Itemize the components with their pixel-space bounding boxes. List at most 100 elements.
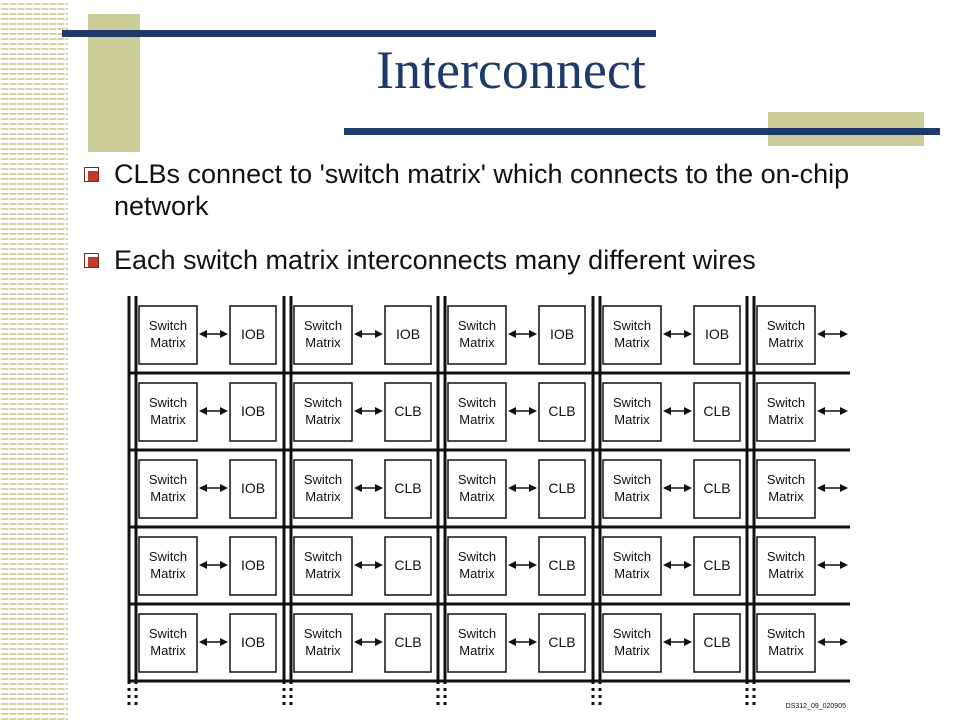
clb-block: [693, 536, 741, 596]
switch-matrix-box: [602, 536, 662, 596]
clb-block: [538, 613, 586, 673]
switch-matrix-label: Switch: [458, 549, 496, 564]
clb-label: CLB: [703, 480, 730, 496]
arrow-head-left: [817, 638, 825, 646]
arrow-head-left: [663, 407, 671, 415]
switch-matrix-label: Switch: [149, 549, 187, 564]
switch-matrix-box: [756, 305, 816, 365]
switch-matrix-label: Matrix: [768, 335, 804, 350]
arrow-head-right: [840, 484, 848, 492]
arrow-head-left: [199, 484, 207, 492]
arrow-head-right: [375, 330, 383, 338]
arrow-head-right: [840, 638, 848, 646]
switch-matrix-label: Matrix: [768, 566, 804, 581]
arrow-head-right: [840, 561, 848, 569]
bullet-list: CLBs connect to 'switch matrix' which co…: [80, 158, 910, 276]
arrow-head-left: [663, 484, 671, 492]
switch-matrix-label: Switch: [767, 395, 805, 410]
switch-matrix-label: Matrix: [768, 489, 804, 504]
arrow-head-right: [529, 561, 537, 569]
clb-block: [384, 382, 432, 442]
bullet-item: Each switch matrix interconnects many di…: [80, 244, 910, 276]
switch-matrix-label: Switch: [304, 472, 342, 487]
arrow-head-left: [663, 561, 671, 569]
switch-matrix-label: Switch: [304, 395, 342, 410]
bullet-text: CLBs connect to 'switch matrix' which co…: [114, 159, 850, 221]
clb-label: CLB: [394, 634, 421, 650]
arrow-head-left: [508, 561, 516, 569]
arrow-head-right: [375, 484, 383, 492]
clb-block: [384, 459, 432, 519]
clb-block: [538, 459, 586, 519]
arrow-head-left: [663, 638, 671, 646]
switch-matrix-box: [138, 536, 198, 596]
arrow-head-right: [684, 484, 692, 492]
iob-label: IOB: [241, 403, 265, 419]
arrow-head-left: [508, 638, 516, 646]
switch-matrix-box: [602, 459, 662, 519]
switch-matrix-box: [293, 382, 353, 442]
arrow-head-right: [220, 407, 228, 415]
switch-matrix-box: [602, 305, 662, 365]
arrow-head-right: [375, 638, 383, 646]
iob-block: [693, 305, 741, 365]
switch-matrix-label: Matrix: [459, 566, 495, 581]
switch-matrix-label: Switch: [304, 549, 342, 564]
arrow-head-right: [684, 638, 692, 646]
arrow-head-left: [508, 407, 516, 415]
switch-matrix-label: Switch: [613, 472, 651, 487]
switch-matrix-box: [602, 613, 662, 673]
switch-matrix-box: [138, 613, 198, 673]
switch-matrix-label: Matrix: [614, 412, 650, 427]
switch-matrix-box: [447, 536, 507, 596]
iob-block: [229, 459, 277, 519]
iob-block: [229, 613, 277, 673]
switch-matrix-box: [447, 305, 507, 365]
switch-matrix-label: Switch: [767, 472, 805, 487]
switch-matrix-box: [138, 382, 198, 442]
arrow-head-right: [375, 561, 383, 569]
arrow-head-left: [354, 638, 362, 646]
switch-matrix-box: [447, 613, 507, 673]
switch-matrix-label: Matrix: [614, 566, 650, 581]
arrow-head-right: [529, 330, 537, 338]
switch-matrix-box: [756, 536, 816, 596]
clb-label: CLB: [394, 403, 421, 419]
iob-label: IOB: [705, 326, 729, 342]
arrow-head-right: [220, 638, 228, 646]
clb-label: CLB: [548, 557, 575, 573]
bullet-item: CLBs connect to 'switch matrix' which co…: [80, 158, 910, 222]
switch-matrix-label: Matrix: [305, 412, 341, 427]
checkbox-bullet-icon: [84, 253, 99, 268]
figure-id-label: DS312_09_020905: [786, 703, 846, 710]
switch-matrix-label: Matrix: [459, 643, 495, 658]
clb-label: CLB: [548, 634, 575, 650]
arrow-head-right: [220, 561, 228, 569]
arrow-head-left: [354, 407, 362, 415]
switch-matrix-label: Matrix: [305, 335, 341, 350]
clb-label: CLB: [394, 480, 421, 496]
switch-matrix-label: Matrix: [150, 489, 186, 504]
switch-matrix-box: [293, 305, 353, 365]
switch-matrix-label: Matrix: [305, 566, 341, 581]
iob-label: IOB: [396, 326, 420, 342]
arrow-head-left: [354, 330, 362, 338]
arrow-head-left: [199, 330, 207, 338]
switch-matrix-box: [138, 305, 198, 365]
slide-title: Interconnect: [376, 40, 646, 100]
arrow-head-left: [663, 330, 671, 338]
switch-matrix-box: [756, 613, 816, 673]
switch-matrix-label: Matrix: [459, 412, 495, 427]
arrow-head-left: [354, 561, 362, 569]
title-rule-bottom: [344, 128, 940, 135]
switch-matrix-label: Matrix: [614, 643, 650, 658]
switch-matrix-label: Switch: [149, 318, 187, 333]
switch-matrix-label: Matrix: [459, 489, 495, 504]
arrow-head-left: [199, 407, 207, 415]
iob-block: [229, 305, 277, 365]
bullet-text: Each switch matrix interconnects many di…: [114, 245, 756, 275]
switch-matrix-box: [447, 459, 507, 519]
switch-matrix-box: [756, 382, 816, 442]
switch-matrix-label: Switch: [613, 549, 651, 564]
